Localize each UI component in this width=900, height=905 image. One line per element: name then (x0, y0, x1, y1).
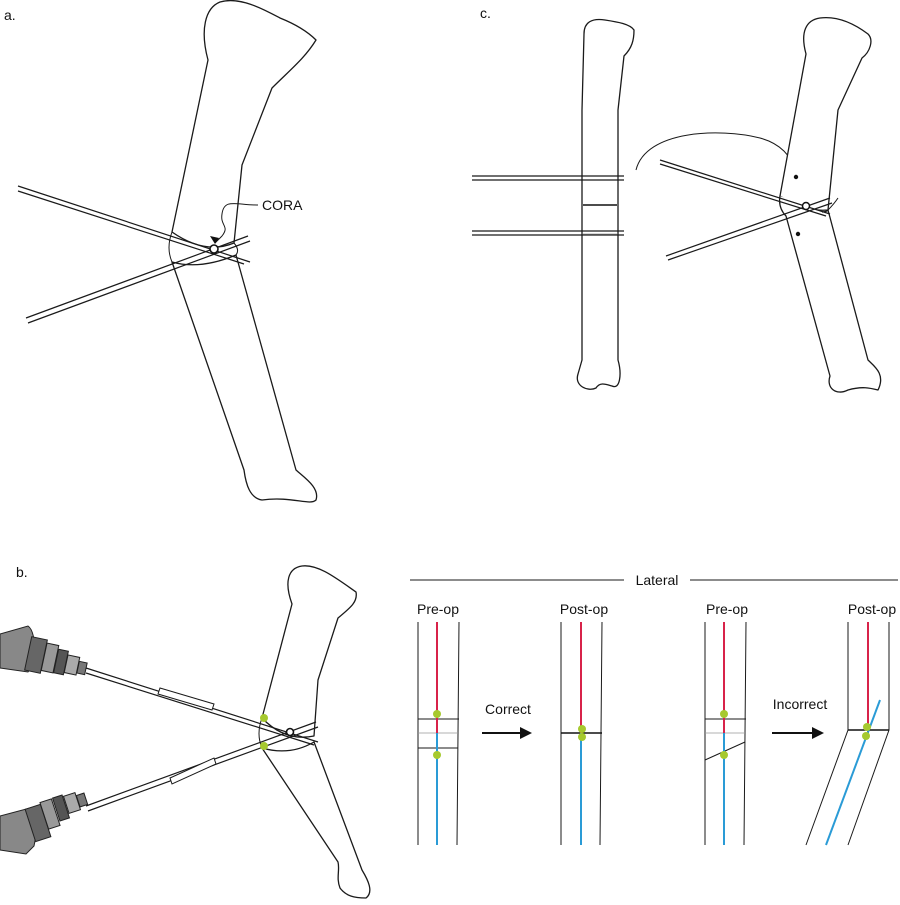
tibia-proximal-segment (171, 0, 317, 248)
deformity-contour (168, 231, 173, 263)
pin-marker (720, 710, 728, 718)
lateral-section: Lateral Pre-op Post-op Pre-op Post-op Co… (410, 572, 898, 846)
cora-point-c (801, 201, 811, 211)
preop-bone-incorrect (704, 621, 747, 846)
postop-label-correct: Post-op (560, 601, 608, 617)
reference-dot-lower (795, 231, 801, 237)
preop-label-correct: Pre-op (417, 601, 459, 617)
panel-a-label: a. (4, 7, 16, 23)
pin-marker (433, 710, 441, 718)
transition-arrow (635, 132, 797, 173)
postop-label-incorrect: Post-op (848, 601, 896, 617)
cora-point-b (285, 727, 295, 737)
tibia-deformed-proximal (779, 16, 872, 211)
panel-b-label: b. (16, 564, 28, 580)
tibia-distal-segment (171, 254, 318, 503)
deformity-contour-medial (233, 242, 239, 256)
preop-label-incorrect: Pre-op (706, 601, 748, 617)
postop-bone-incorrect (805, 622, 890, 846)
pin-marker (863, 723, 871, 731)
reference-dot-upper (793, 174, 799, 180)
panel-c-label: c. (480, 5, 491, 21)
postop-bone-correct (560, 621, 603, 846)
tibia-b-distal (261, 741, 371, 899)
cora-point (209, 244, 219, 254)
correct-arrowhead (520, 727, 532, 739)
pin-marker (433, 751, 441, 759)
incorrect-arrowhead (812, 727, 824, 739)
pin-b-upper (85, 667, 319, 746)
cora-label: CORA (262, 197, 303, 213)
deformity-contour-c (827, 197, 839, 211)
panel-a: a. CORA (4, 0, 318, 503)
pin-marker (862, 732, 870, 740)
tibia-deformed-distal (778, 195, 882, 393)
cora-leader-line (214, 203, 259, 244)
pin-marker (578, 725, 586, 733)
pin-b-lower (85, 721, 319, 812)
panel-b: b. (0, 564, 371, 899)
drill-icon (0, 625, 88, 676)
cora-arrowhead (210, 236, 219, 244)
pin-horizontal-upper (472, 175, 624, 181)
lateral-heading: Lateral (636, 572, 679, 588)
incorrect-label: Incorrect (773, 696, 828, 712)
correct-label: Correct (485, 701, 531, 717)
pin-marker (260, 742, 268, 750)
preop-bone-correct (417, 621, 460, 846)
drill-icon (0, 791, 89, 855)
panel-c: c. (472, 5, 882, 393)
pin-marker (578, 733, 586, 741)
pin-horizontal-lower (472, 230, 624, 236)
pin-marker (720, 751, 728, 759)
pin-marker (260, 714, 268, 722)
tibia-b-proximal (261, 565, 357, 738)
pin-cross-upper (659, 159, 831, 217)
